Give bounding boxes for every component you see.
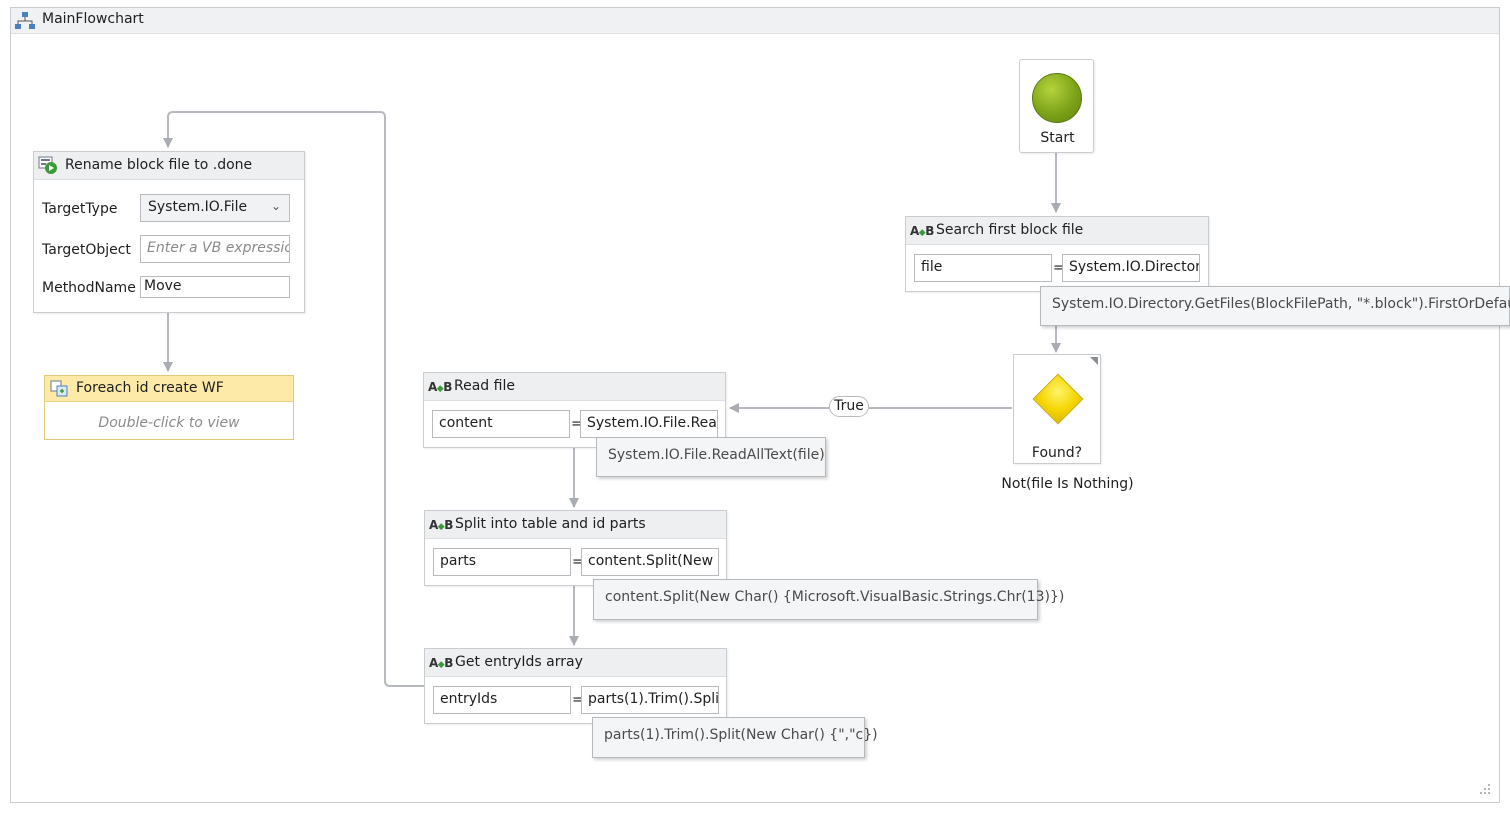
target-type-select[interactable]: System.IO.File ⌄ <box>140 194 290 222</box>
equals-sign: = <box>572 554 584 570</box>
flowchart-header <box>11 8 1499 34</box>
assign-icon: A◆B <box>428 380 452 394</box>
chevron-down-icon: ⌄ <box>270 199 281 213</box>
target-type-label: TargetType <box>42 201 118 217</box>
corner-indicator-icon <box>1090 357 1098 365</box>
foreach-hint: Double-click to view <box>98 415 240 431</box>
assign-icon: A◆B <box>429 656 453 670</box>
assign-header: A◆B Get entryIds array <box>425 649 726 677</box>
invoke-method-icon <box>38 156 57 174</box>
equals-sign: = <box>571 416 583 432</box>
assign-get-entryids[interactable]: A◆B Get entryIds array entryIds = parts(… <box>424 648 727 724</box>
decision-label: Found? <box>1031 445 1083 461</box>
true-branch-label: True <box>829 396 869 417</box>
decision-condition: Not(file Is Nothing) <box>1001 476 1134 492</box>
assign-title: Read file <box>454 378 515 394</box>
assign-title: Get entryIds array <box>455 654 583 670</box>
assign-to-field[interactable]: content <box>432 410 570 438</box>
assign-read-file[interactable]: A◆B Read file content = System.IO.File.R… <box>423 372 726 448</box>
value-tooltip: System.IO.File.ReadAllText(file) <box>596 437 826 477</box>
assign-to-field[interactable]: parts <box>433 548 571 576</box>
resize-grip-icon[interactable] <box>1478 782 1492 796</box>
assign-to-field[interactable]: file <box>914 254 1052 282</box>
assign-split-parts[interactable]: A◆B Split into table and id parts parts … <box>424 510 727 586</box>
start-node[interactable]: Start <box>1019 59 1094 153</box>
start-circle-icon <box>1032 73 1082 123</box>
flowchart-icon <box>15 12 35 29</box>
equals-sign: = <box>572 692 584 708</box>
equals-sign: = <box>1053 260 1065 276</box>
foreach-activity[interactable]: Foreach id create WF Double-click to vie… <box>44 375 294 440</box>
foreach-header <box>45 376 293 402</box>
flowchart-title: MainFlowchart <box>42 11 144 27</box>
assign-icon: A◆B <box>429 518 453 532</box>
value-tooltip: System.IO.Directory.GetFiles(BlockFilePa… <box>1040 286 1510 326</box>
assign-title: Search first block file <box>936 222 1084 238</box>
assign-header: A◆B Read file <box>424 373 725 401</box>
target-object-input[interactable]: Enter a VB expression <box>140 235 290 263</box>
method-name-label: MethodName <box>42 280 136 296</box>
assign-value-field[interactable]: System.IO.File.Read <box>580 410 718 438</box>
start-label: Start <box>1040 130 1075 146</box>
decision-node[interactable]: Found? <box>1013 354 1101 464</box>
target-object-label: TargetObject <box>42 242 131 258</box>
invoke-title: Rename block file to .done <box>65 157 253 173</box>
assign-search-first-block-file[interactable]: A◆B Search first block file file = Syste… <box>905 216 1209 292</box>
value-tooltip: content.Split(New Char() {Microsoft.Visu… <box>593 579 1064 620</box>
target-type-value: System.IO.File <box>148 199 248 215</box>
assign-value-field[interactable]: System.IO.Directory <box>1062 254 1200 282</box>
assign-header: A◆B Search first block file <box>906 217 1208 245</box>
assign-header: A◆B Split into table and id parts <box>425 511 726 539</box>
assign-to-field[interactable]: entryIds <box>433 686 571 714</box>
foreach-title: Foreach id create WF <box>76 380 224 396</box>
assign-value-field[interactable]: content.Split(New C <box>581 548 719 576</box>
assign-title: Split into table and id parts <box>455 516 646 532</box>
decision-diamond-icon <box>1032 373 1084 425</box>
value-tooltip: parts(1).Trim().Split(New Char() {","c}) <box>592 717 878 758</box>
connector-entry-to-rename <box>163 111 424 687</box>
assign-value-field[interactable]: parts(1).Trim().Split <box>581 686 719 714</box>
invoke-method-rename[interactable]: Rename block file to .done TargetType Sy… <box>33 151 305 313</box>
foreach-icon <box>50 380 68 397</box>
invoke-header: Rename block file to .done <box>34 152 304 180</box>
assign-icon: A◆B <box>910 224 934 238</box>
method-name-input[interactable]: Move <box>140 276 290 298</box>
